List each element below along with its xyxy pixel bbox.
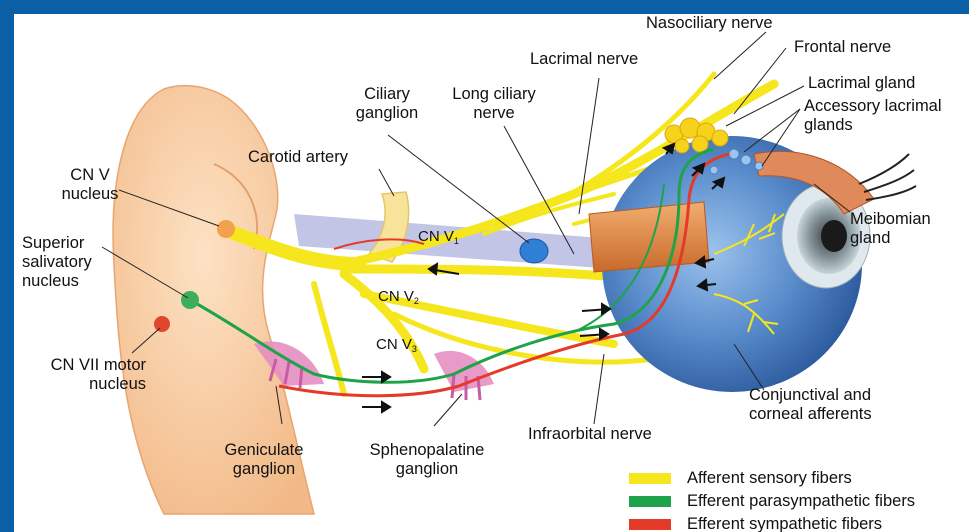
legend-item-parasympathetic: Efferent parasympathetic fibers (629, 491, 915, 511)
diagram-panel: Nasociliary nerve Frontal nerve Lacrimal… (14, 14, 969, 532)
label-carotid-artery: Carotid artery (248, 148, 348, 167)
salivatory-nucleus-dot (181, 291, 199, 309)
legend-swatch-afferent (629, 473, 671, 484)
ciliary-ganglion-shape (520, 239, 548, 263)
cn-v-nucleus-dot (217, 220, 235, 238)
legend-item-afferent: Afferent sensory fibers (629, 468, 852, 488)
label-geniculate-ganglion: Geniculate ganglion (204, 441, 324, 479)
label-superior-salivatory-nucleus: Superior salivatory nucleus (22, 234, 92, 291)
label-cn-v2: CN V2 (378, 288, 419, 306)
cn-vii-nucleus-dot (154, 316, 170, 332)
extraocular-muscle-shape (589, 202, 709, 272)
legend-swatch-parasympathetic (629, 496, 671, 507)
label-accessory-lacrimal-glands: Accessory lacrimal glands (804, 97, 942, 135)
label-conjunctival-corneal-afferents: Conjunctival and corneal afferents (749, 386, 872, 424)
sphenopalatine-ganglion-shape (434, 351, 494, 392)
label-sphenopalatine-ganglion: Sphenopalatine ganglion (352, 441, 502, 479)
label-lacrimal-gland: Lacrimal gland (808, 74, 915, 93)
label-cn-v3: CN V3 (376, 336, 417, 354)
label-lacrimal-nerve: Lacrimal nerve (530, 50, 638, 69)
label-meibomian-gland: Meibomian gland (850, 210, 931, 248)
label-cn-v1: CN V1 (418, 228, 459, 246)
label-ciliary-ganglion: Ciliary ganglion (332, 85, 442, 123)
label-nasociliary-nerve: Nasociliary nerve (646, 14, 773, 33)
label-cn-vii-motor-nucleus: CN VII motor nucleus (20, 356, 146, 394)
legend-item-sympathetic: Efferent sympathetic fibers (629, 514, 882, 532)
label-long-ciliary-nerve: Long ciliary nerve (439, 85, 549, 123)
label-cn-v-nucleus: CN V nucleus (54, 166, 126, 204)
label-infraorbital-nerve: Infraorbital nerve (528, 425, 652, 444)
label-frontal-nerve: Frontal nerve (794, 38, 891, 57)
legend-swatch-sympathetic (629, 519, 671, 530)
